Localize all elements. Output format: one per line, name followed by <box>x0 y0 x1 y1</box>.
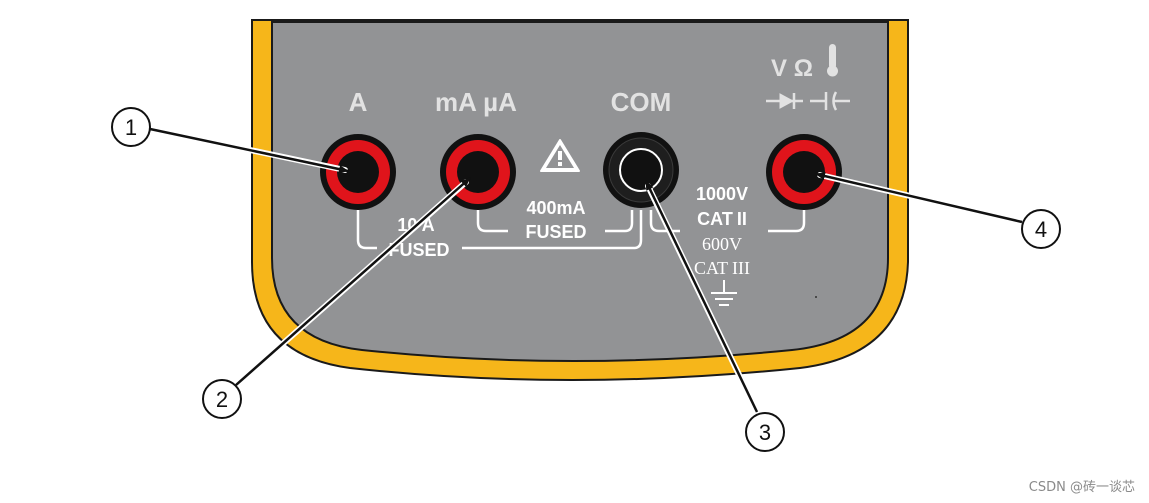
capacitor-icon <box>810 91 850 111</box>
jack-com <box>603 132 679 208</box>
callout-3-number: 3 <box>759 420 771 445</box>
callout-2-number: 2 <box>216 387 228 412</box>
warning-triangle-icon <box>540 139 580 172</box>
voltage-rating-1000v: 1000V <box>696 184 748 204</box>
ground-icon <box>711 280 737 306</box>
terminal-label-v-ohm: V Ω <box>771 55 813 82</box>
leader-line-1 <box>147 126 349 174</box>
amp-fuse-label: FUSED <box>388 240 449 260</box>
callout-2: 2 <box>202 379 242 419</box>
milliamp-fuse-label: FUSED <box>525 222 586 242</box>
terminal-label-ma-ua: mA µA <box>435 87 517 117</box>
panel-dot <box>815 296 817 298</box>
leader-line-2 <box>233 177 471 388</box>
callout-4-number: 4 <box>1035 217 1047 242</box>
thermometer-icon <box>827 44 838 77</box>
voltage-bracket <box>649 210 806 233</box>
fuse-bracket-10a <box>356 210 643 250</box>
callout-1-number: 1 <box>125 115 137 140</box>
diode-icon <box>766 93 803 109</box>
milliamp-fuse-rating: 400mA <box>526 198 585 218</box>
jack-a <box>320 134 396 210</box>
watermark-text: CSDN @砖一谈芯 <box>1028 480 1135 495</box>
callout-4: 4 <box>1021 209 1061 249</box>
callout-1: 1 <box>111 107 151 147</box>
jack-v-ohm <box>766 134 842 210</box>
terminal-label-a: A <box>349 87 368 117</box>
callout-3: 3 <box>745 412 785 452</box>
leader-line-4 <box>815 172 1025 225</box>
voltage-rating-600v: 600V <box>702 234 742 254</box>
terminal-label-com: COM <box>611 87 672 117</box>
fuse-bracket-400ma <box>476 210 634 233</box>
leader-line-3 <box>644 180 760 415</box>
